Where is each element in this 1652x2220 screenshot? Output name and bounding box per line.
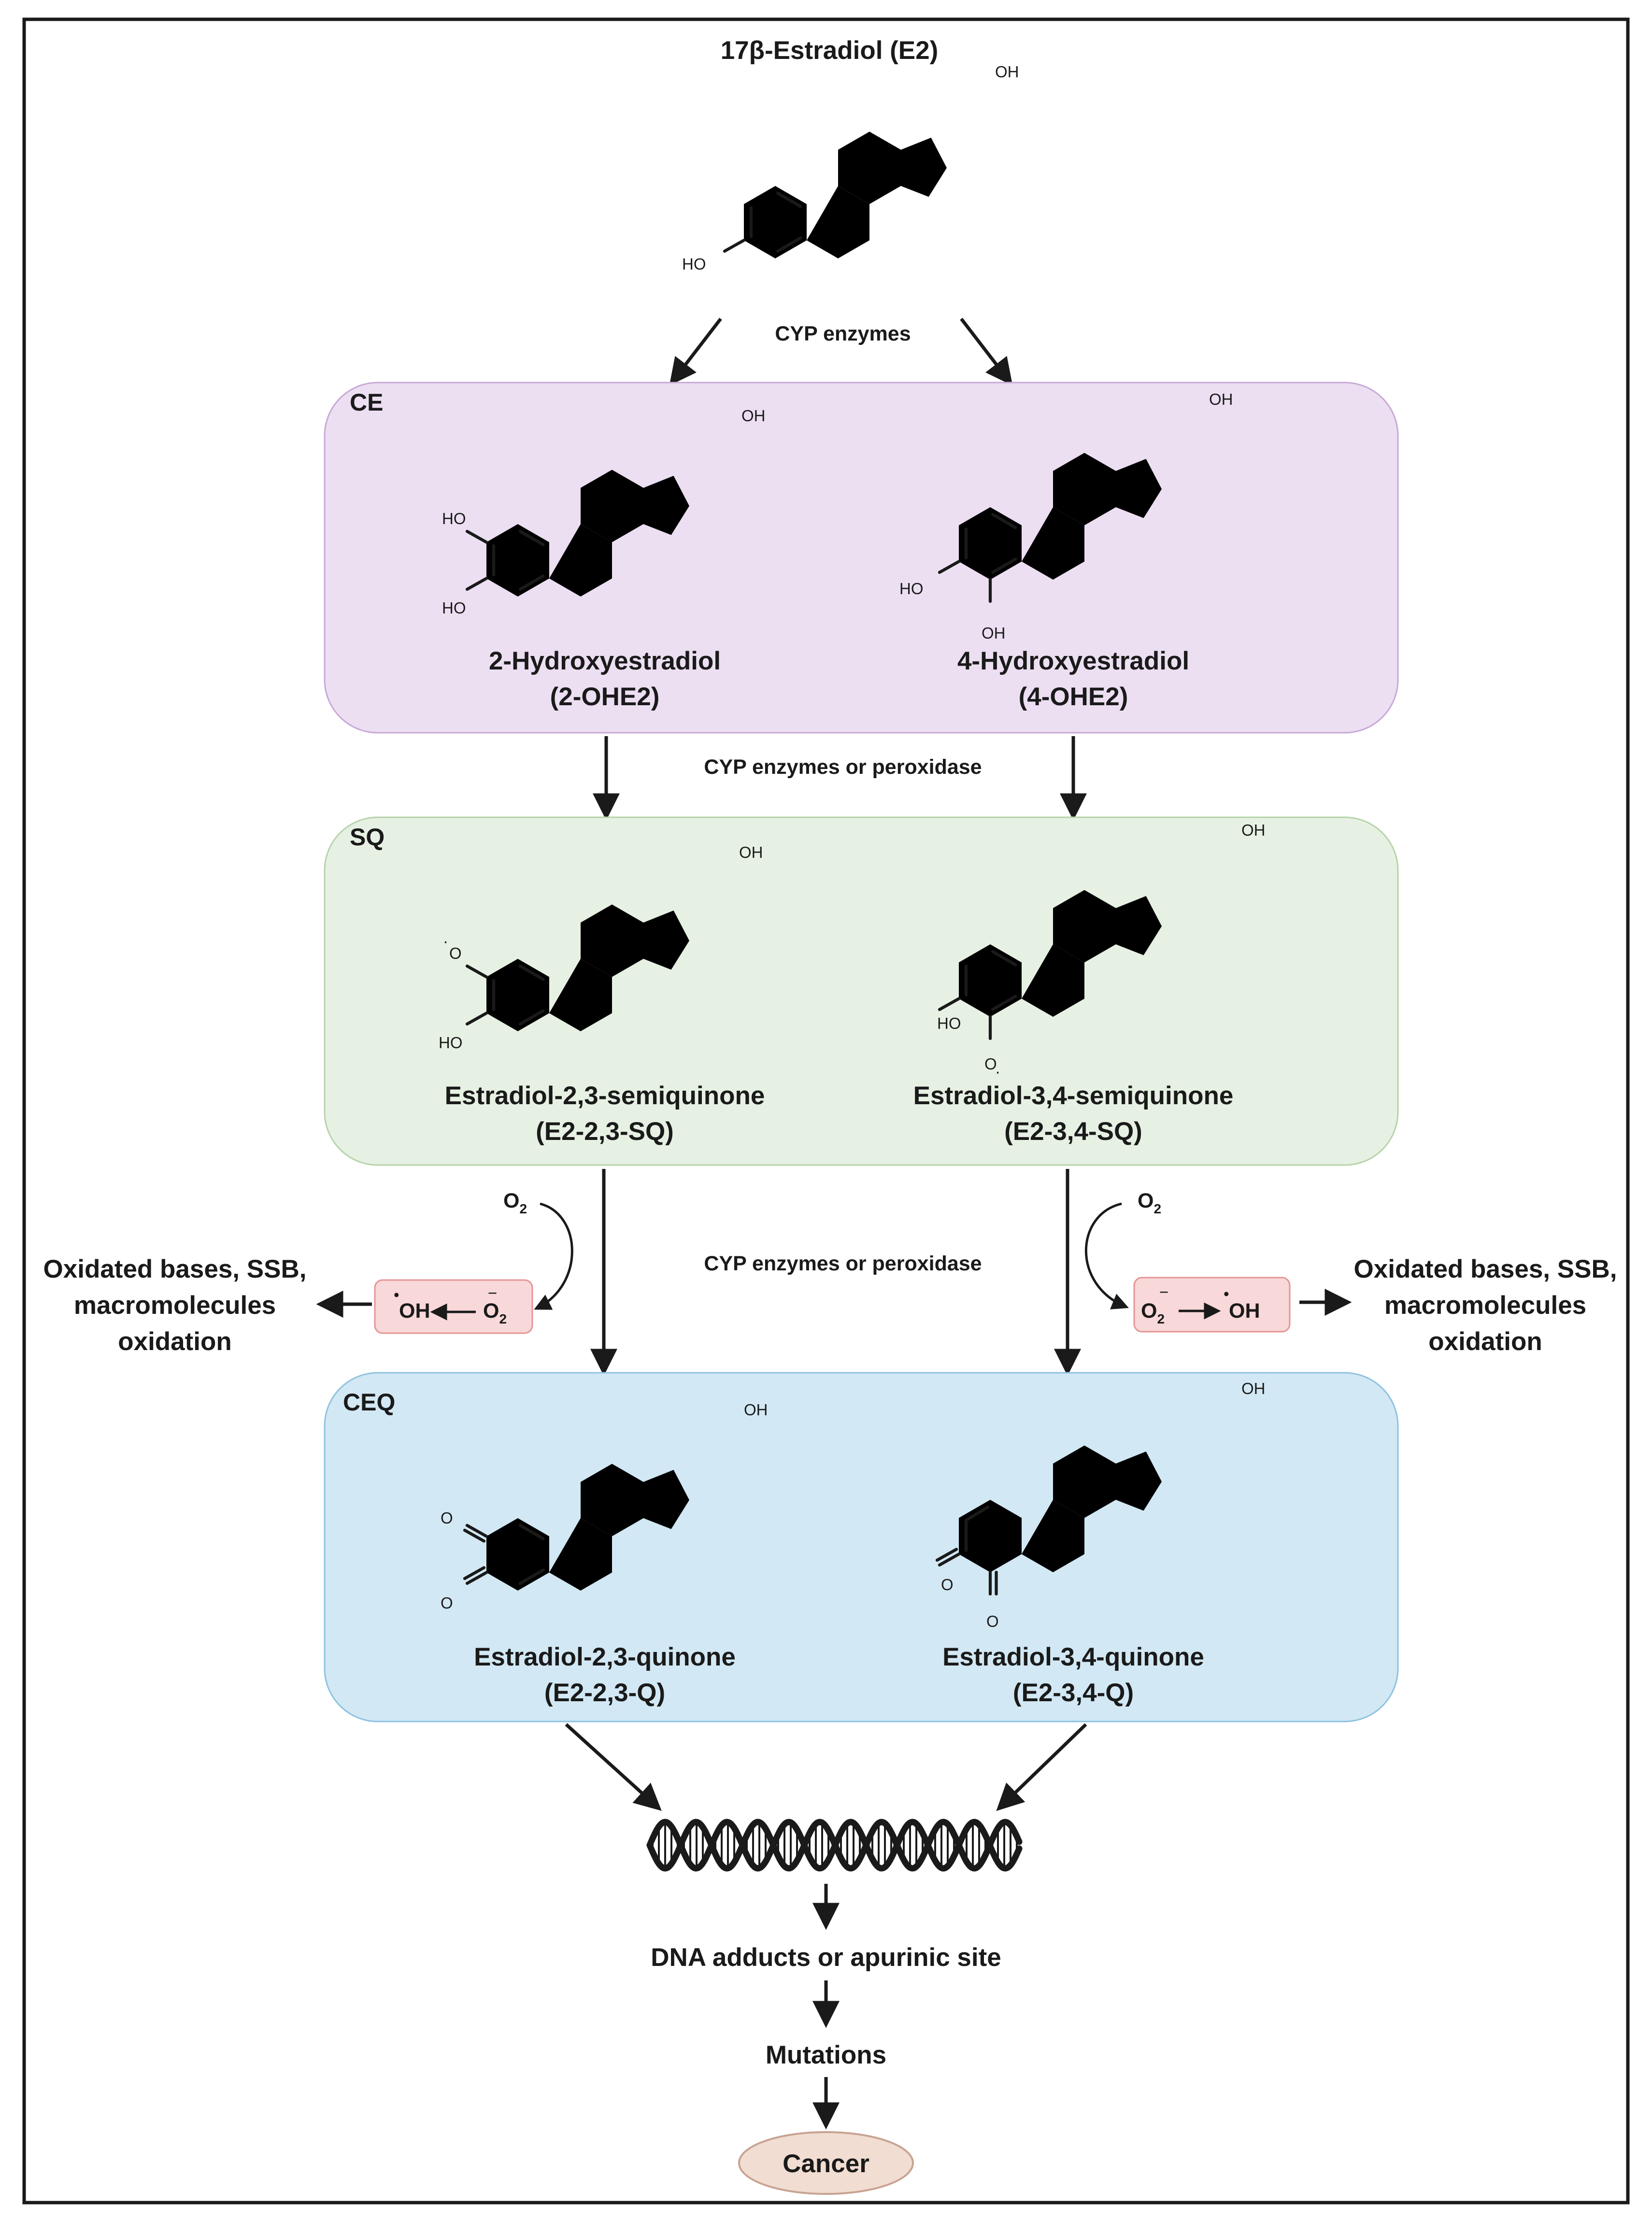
ros-left-hydroxyl-dot: • bbox=[394, 1286, 399, 1304]
4ohe2-abbr: (4-OHE2) bbox=[1019, 683, 1128, 711]
ros-right-superoxide: O2 bbox=[1141, 1299, 1165, 1326]
ros-right-superoxide-sup: − bbox=[1159, 1283, 1168, 1301]
ros-left-superoxide: O2 bbox=[483, 1299, 507, 1326]
2ohe2-ho-lower: HO bbox=[442, 599, 466, 617]
damage-right-line1: Oxidated bases, SSB, bbox=[1354, 1255, 1617, 1283]
2ohe2-name: 2-Hydroxyestradiol bbox=[489, 647, 721, 675]
sq23-oh-top: OH bbox=[739, 843, 763, 861]
q23-name: Estradiol-2,3-quinone bbox=[474, 1643, 736, 1671]
dna-adducts-label: DNA adducts or apurinic site bbox=[651, 1943, 1001, 1972]
4-hydroxyestradiol-structure bbox=[938, 425, 1162, 603]
estradiol-structure bbox=[723, 104, 947, 258]
q23-abbr: (E2-2,3-Q) bbox=[544, 1679, 665, 1707]
4ohe2-oh-top: OH bbox=[1209, 390, 1233, 408]
sq34-abbr: (E2-3,4-SQ) bbox=[1004, 1117, 1142, 1146]
cancer-ellipse bbox=[738, 2131, 914, 2195]
2ohe2-ho-upper: HO bbox=[442, 510, 466, 527]
enzyme-label-2: CYP enzymes or peroxidase bbox=[704, 755, 982, 779]
arrow-q23-to-dna bbox=[565, 1723, 662, 1811]
q34-name: Estradiol-3,4-quinone bbox=[942, 1643, 1204, 1671]
2-hydroxyestradiol-structure bbox=[465, 442, 689, 597]
ceq-label: CEQ bbox=[343, 1389, 395, 1416]
2ohe2-oh-top: OH bbox=[741, 407, 766, 425]
sq-box bbox=[324, 816, 1399, 1166]
4ohe2-name: 4-Hydroxyestradiol bbox=[957, 647, 1189, 675]
sq34-name: Estradiol-3,4-semiquinone bbox=[913, 1082, 1234, 1110]
q34-abbr: (E2-3,4-Q) bbox=[1013, 1679, 1134, 1707]
ros-right-hydroxyl: OH bbox=[1229, 1299, 1260, 1323]
redox-curve-left bbox=[534, 1202, 573, 1310]
q23-o-upper: O bbox=[441, 1509, 453, 1527]
q34-o-left: O bbox=[941, 1576, 954, 1594]
sq-label: SQ bbox=[350, 824, 385, 851]
2ohe2-abbr: (2-OHE2) bbox=[550, 683, 660, 711]
ce-label: CE bbox=[350, 389, 383, 416]
e2-2-3-semiquinone-structure bbox=[465, 877, 689, 1031]
enzyme-label-1: CYP enzymes bbox=[775, 322, 911, 345]
sq23-ho-lower: HO bbox=[439, 1034, 463, 1052]
e2-3-4-semiquinone-structure bbox=[938, 862, 1162, 1040]
mutations-label: Mutations bbox=[766, 2041, 886, 2069]
arrow-e2-to-2ohe2 bbox=[669, 317, 722, 386]
q23-o-lower: O bbox=[441, 1594, 453, 1612]
q34-oh-top: OH bbox=[1241, 1380, 1266, 1397]
arrow-e2-to-4ohe2 bbox=[960, 317, 1013, 386]
damage-right-line2: macromolecules bbox=[1384, 1291, 1586, 1320]
dna-helix-icon bbox=[646, 1819, 1023, 1872]
sq23-name: Estradiol-2,3-semiquinone bbox=[445, 1082, 765, 1110]
e2-3-4-quinone-structure bbox=[935, 1418, 1162, 1596]
sq23-o-upper: O bbox=[449, 944, 462, 962]
e2-2-3-quinone-structure bbox=[463, 1436, 689, 1591]
estradiol-title: 17β-Estradiol (E2) bbox=[721, 36, 939, 65]
sq23-radical-dot: · bbox=[443, 932, 448, 950]
sq23-abbr: (E2-2,3-SQ) bbox=[536, 1117, 674, 1146]
ros-box-left bbox=[374, 1279, 533, 1334]
estradiol-ho-left: HO bbox=[682, 255, 706, 273]
enzyme-label-3: CYP enzymes or peroxidase bbox=[704, 1252, 982, 1275]
sq34-radical-dot: · bbox=[995, 1063, 1000, 1081]
o2-left: O2 bbox=[503, 1189, 527, 1216]
cancer-label: Cancer bbox=[783, 2149, 869, 2178]
damage-left-line3: oxidation bbox=[118, 1327, 232, 1356]
sq34-o-bottom: O bbox=[984, 1055, 997, 1073]
sq34-oh-top: OH bbox=[1241, 821, 1266, 839]
q23-oh-top: OH bbox=[744, 1401, 768, 1419]
sq34-ho-left: HO bbox=[937, 1014, 961, 1032]
dna-strand-2 bbox=[646, 1819, 1023, 1872]
ros-left-superoxide-sup: − bbox=[488, 1284, 497, 1302]
damage-right-line3: oxidation bbox=[1428, 1327, 1542, 1356]
outer-frame bbox=[22, 17, 1630, 2205]
ce-box bbox=[324, 382, 1399, 734]
redox-curve-right bbox=[1084, 1202, 1129, 1309]
estradiol-oh-top: OH bbox=[995, 63, 1019, 81]
q34-o-bottom: O bbox=[986, 1612, 999, 1630]
damage-left-line2: macromolecules bbox=[74, 1291, 276, 1320]
damage-left-line1: Oxidated bases, SSB, bbox=[43, 1255, 307, 1283]
ros-left-hydroxyl: OH bbox=[399, 1299, 430, 1323]
4ohe2-oh-bottom: OH bbox=[982, 624, 1006, 642]
ros-right-hydroxyl-dot: • bbox=[1224, 1285, 1229, 1303]
o2-right: O2 bbox=[1138, 1189, 1161, 1216]
arrow-q34-to-dna bbox=[996, 1723, 1087, 1811]
4ohe2-ho-left: HO bbox=[899, 580, 924, 598]
